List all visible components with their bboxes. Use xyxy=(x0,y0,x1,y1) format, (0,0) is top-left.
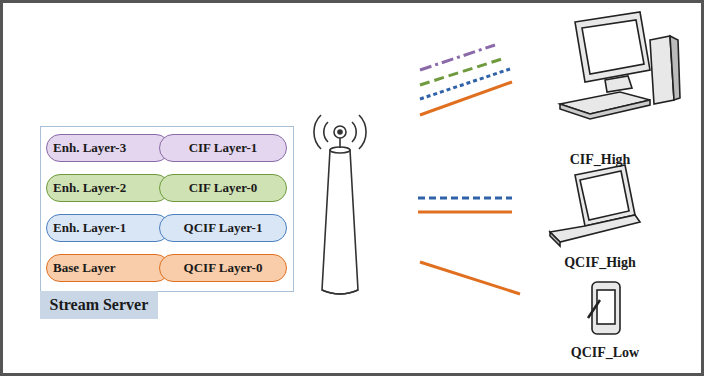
layer-pill: CIF Layer-1 xyxy=(159,134,287,162)
layer-pill: Enh. Layer-1 xyxy=(46,214,170,242)
antenna-symbol xyxy=(314,115,366,294)
layer-name: QCIF Layer-0 xyxy=(184,260,263,276)
layer-pill: Enh. Layer-2 xyxy=(46,174,170,202)
desktop-computer xyxy=(560,12,680,119)
layer-pill: CIF Layer-0 xyxy=(159,174,287,202)
server-box: Stream ServerEnh. Layer-3CIF Layer-1Enh.… xyxy=(40,126,294,292)
stream-lines xyxy=(418,45,520,294)
layer-name: Base Layer xyxy=(53,260,115,276)
layer-name: Enh. Layer-3 xyxy=(53,140,126,156)
layer-name: CIF Layer-1 xyxy=(189,140,258,156)
laptop-computer xyxy=(550,165,640,246)
device-label: QCIF_Low xyxy=(571,345,639,361)
device-label: CIF_High xyxy=(570,152,631,168)
layer-name: Enh. Layer-1 xyxy=(53,220,126,236)
layer-pill: QCIF Layer-0 xyxy=(159,254,287,282)
layer-name: QCIF Layer-1 xyxy=(184,220,263,236)
layer-pill: QCIF Layer-1 xyxy=(159,214,287,242)
layer-name: Enh. Layer-2 xyxy=(53,180,126,196)
layer-pill: Base Layer xyxy=(46,254,170,282)
layer-pill: Enh. Layer-3 xyxy=(46,134,170,162)
mobile-phone xyxy=(588,282,620,334)
server-label: Stream Server xyxy=(40,291,159,319)
device-label: QCIF_High xyxy=(564,255,636,271)
layer-name: CIF Layer-0 xyxy=(189,180,258,196)
